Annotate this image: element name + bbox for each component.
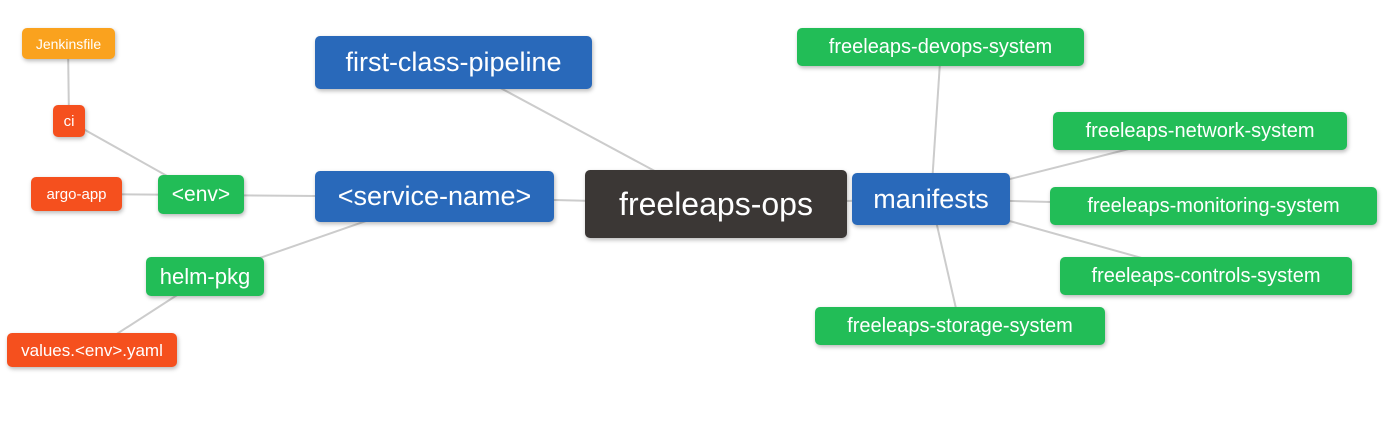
node-env[interactable]: <env> <box>158 175 244 214</box>
node-helm-pkg[interactable]: helm-pkg <box>146 257 264 296</box>
node-freeleaps-monitoring-system[interactable]: freeleaps-monitoring-system <box>1050 187 1377 225</box>
node-jenkinsfile[interactable]: Jenkinsfile <box>22 28 115 59</box>
node-manifests[interactable]: manifests <box>852 173 1010 225</box>
node-freeleaps-devops-system[interactable]: freeleaps-devops-system <box>797 28 1084 66</box>
node-freeleaps-controls-system[interactable]: freeleaps-controls-system <box>1060 257 1352 295</box>
node-freeleaps-storage-system[interactable]: freeleaps-storage-system <box>815 307 1105 345</box>
node-ci[interactable]: ci <box>53 105 85 137</box>
node-freeleaps-network-system[interactable]: freeleaps-network-system <box>1053 112 1347 150</box>
node-freeleaps-ops[interactable]: freeleaps-ops <box>585 170 847 238</box>
node-argo-app[interactable]: argo-app <box>31 177 122 211</box>
node-service-name[interactable]: <service-name> <box>315 171 554 222</box>
node-values-env-yaml[interactable]: values.<env>.yaml <box>7 333 177 367</box>
node-first-class-pipeline[interactable]: first-class-pipeline <box>315 36 592 89</box>
